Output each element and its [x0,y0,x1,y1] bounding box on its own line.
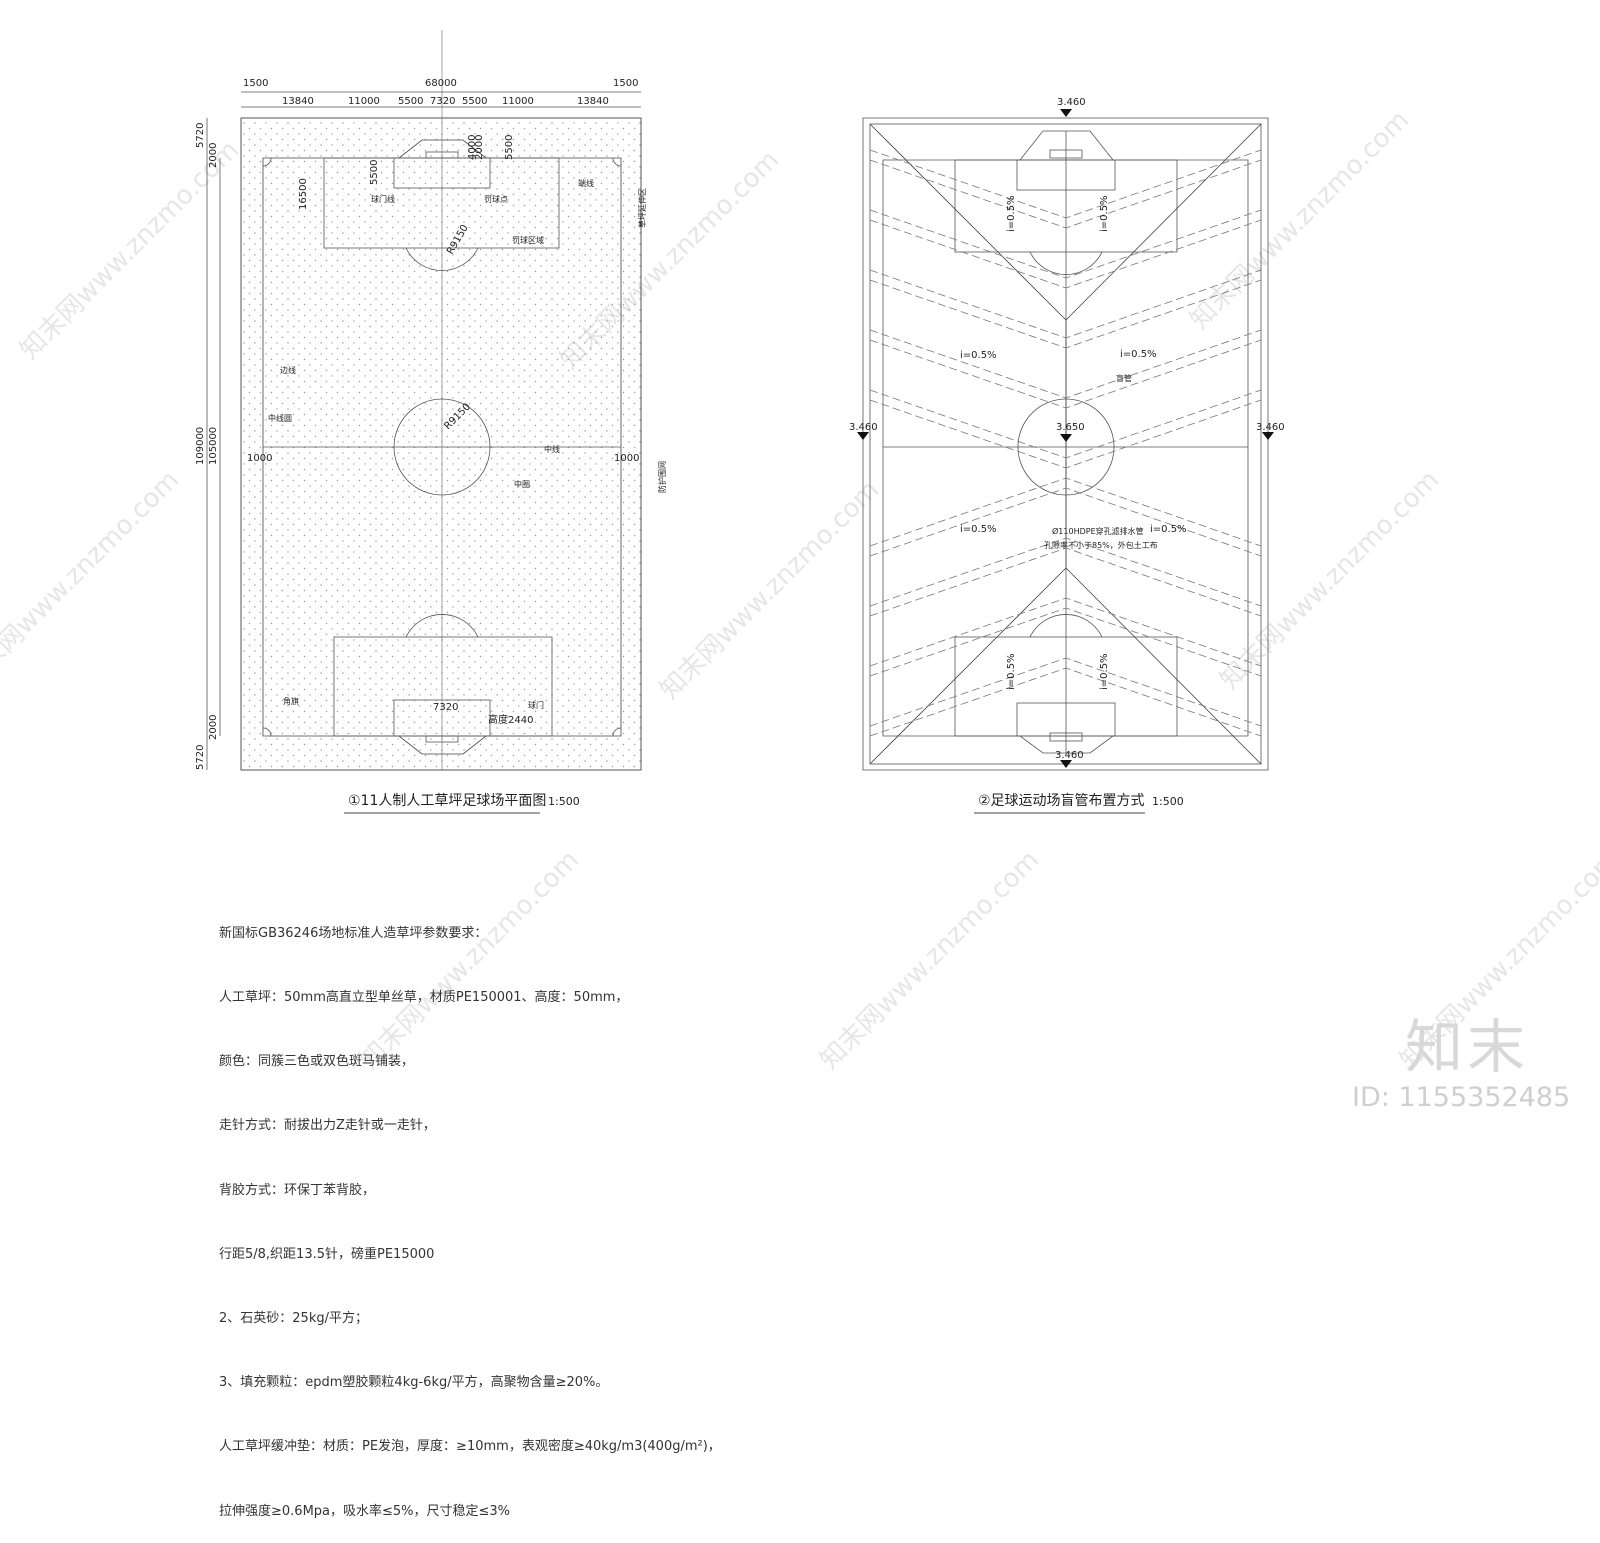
dim-top-left: 1500 [243,78,268,89]
dim-left: 2000 [208,715,219,740]
dim-sub: 11000 [502,96,534,107]
spec-notes: 新国标GB36246场地标准人造草坪参数要求： 人工草坪：50mm高直立型单丝草… [219,880,721,1543]
dim-sub: 13840 [282,96,314,107]
note-line: 走针方式：耐拔出力Z走针或一走针， [219,1118,436,1134]
dim-side-left: 1000 [247,453,272,464]
plan1-scale: 1:500 [548,795,580,808]
plan1-title-text: ①11人制人工草坪足球场平面图 [348,793,546,809]
note-line: 3、填充颗粒：epdm塑胶颗粒4kg-6kg/平方，高聚物含量≥20%。 [219,1375,609,1391]
dim-side-right: 1000 [614,453,639,464]
label-corner-flag: 角旗 [283,696,299,706]
pipe-note-1: Ø110HDPE穿孔滤排水管 [1052,526,1144,536]
note-line: 拉伸强度≥0.6Mpa，吸水率≤5%，尺寸稳定≤3% [219,1503,511,1519]
label-penalty-point: 罚球点 [484,194,508,204]
label-runoff: 草坪延伸区 [637,188,647,228]
dim-left: 5720 [195,745,206,770]
dim-inner: 2000 [474,135,485,160]
dim-top-right: 1500 [613,78,638,89]
label-side-line: 边线 [280,365,296,375]
label-goal-line: 球门线 [371,194,395,204]
note-line: 人工草坪：50mm高直立型单丝草，材质PE150001、高度：50mm， [219,990,629,1006]
slope-label: i=0.5% [1006,195,1017,232]
brand-logo: 知末 [1405,1013,1530,1081]
dim-inner: 5500 [369,160,380,185]
blind-pipes [869,149,1262,737]
brand-id: ID: 1155352485 [1352,1082,1571,1113]
dim-inner: 4000 [467,135,478,160]
dim-left: 5720 [195,123,206,148]
elev-top: 3.460 [1057,97,1086,108]
plan1-title: ①11人制人工草坪足球场平面图 1:500 [344,793,580,814]
slope-label: i=0.5% [960,350,997,361]
note-line: 人工草坪缓冲垫：材质：PE发泡，厚度：≥10mm，表观密度≥40kg/m3(40… [219,1439,721,1455]
elevation-markers [857,109,1274,768]
note-line: 2、石英砂：25kg/平方； [219,1311,368,1327]
plan2-labels: 3.460 3.460 3.460 3.460 3.650 i=0.5% i=0… [849,97,1285,761]
elev-right: 3.460 [1256,422,1285,433]
dim-sub: 5500 [462,96,487,107]
dim-inner: 16500 [298,178,309,210]
elev-marker-top [1060,109,1072,117]
label-fence: 防护围网 [657,461,667,493]
goal-width: 7320 [433,702,458,713]
plan2-title-text: ②足球运动场盲管布置方式 [978,792,1145,809]
elev-center: 3.650 [1056,422,1085,433]
label-penalty-area: 罚球区域 [512,235,544,245]
slope-label: i=0.5% [1006,653,1017,690]
dim-top-total: 68000 [425,78,457,89]
elev-marker-bottom [1060,760,1072,768]
dim-sub: 7320 [430,96,455,107]
dim-left: 109000 [195,427,206,465]
slope-label: i=0.5% [1150,524,1187,535]
label-goal: 球门 [528,700,544,710]
plan2-field [862,117,1269,771]
label-center-circle: 中圈 [514,479,530,489]
elev-bottom: 3.460 [1055,750,1084,761]
elev-marker-center [1060,434,1072,442]
plan1-field [206,30,642,771]
pipe-label: 盲管 [1116,373,1132,383]
note-line: 背胶方式：环保丁苯背胶， [219,1182,376,1198]
elev-marker-left [857,432,869,440]
dim-inner: 5500 [504,135,515,160]
label-center-circle-line: 中线圆 [268,413,292,423]
pipe-note-2: 孔隙率不小于85%，外包土工布 [1044,540,1158,550]
dim-sub: 5500 [398,96,423,107]
elev-left: 3.460 [849,422,878,433]
drawing-canvas: 1500 68000 1500 13840 11000 5500 7320 55… [195,30,1285,814]
note-line: 颜色：同簇三色或双色斑马铺装， [219,1054,415,1070]
goal-height: 高度2440 [488,713,533,726]
dim-sub: 11000 [348,96,380,107]
plan2-scale: 1:500 [1152,795,1184,808]
dim-sub: 13840 [577,96,609,107]
slope-label: i=0.5% [1099,653,1110,690]
plan2-title: ②足球运动场盲管布置方式 1:500 [974,792,1184,814]
note-line: 行距5/8,织距13.5针，磅重PE15000 [219,1246,435,1262]
dim-left: 2000 [208,143,219,168]
dim-left: 105000 [208,427,219,465]
plan1-labels: 球门线 罚球点 罚球区域 端线 草坪延伸区 边线 中线圆 中线 中圈 防护围网 … [268,178,667,710]
slope-label: i=0.5% [1120,349,1157,360]
label-midline: 中线 [544,444,560,454]
note-line: 新国标GB36246场地标准人造草坪参数要求： [219,925,488,941]
slope-label: i=0.5% [960,524,997,535]
slope-label: i=0.5% [1099,195,1110,232]
elev-marker-right [1262,432,1274,440]
label-end-line: 端线 [578,178,594,188]
